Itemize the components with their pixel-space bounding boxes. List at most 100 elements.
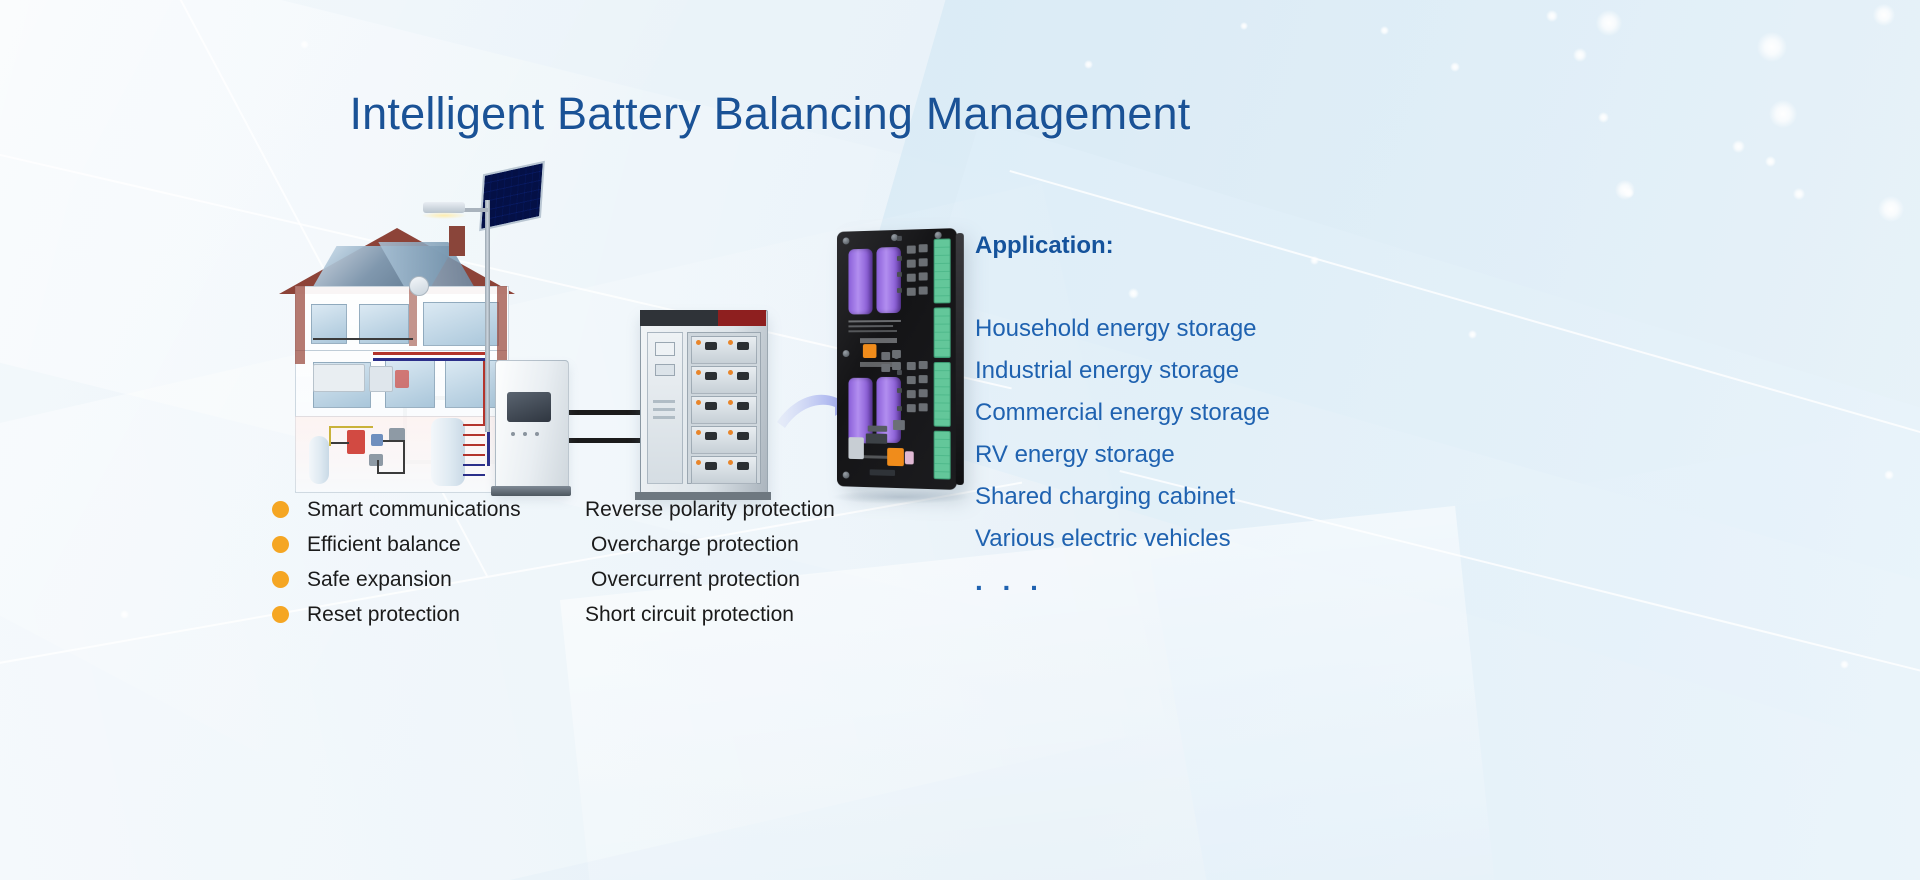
mosfet [906, 273, 916, 282]
ic-chip [865, 433, 888, 444]
sparkle-icon [1573, 48, 1587, 62]
terminal-block [933, 307, 951, 358]
mosfet [906, 390, 916, 399]
control-unit [389, 428, 405, 442]
sparkle-icon [1310, 256, 1319, 265]
flow-arrow-icon [777, 389, 852, 428]
mosfet [918, 272, 928, 281]
application-label: Household energy storage [975, 315, 1257, 342]
pipe [329, 442, 349, 444]
control-unit [371, 434, 383, 446]
module-led [728, 460, 733, 465]
features-list: Smart communications Efficient balance S… [272, 492, 521, 632]
board-shadow [831, 490, 971, 504]
mounting-screw [842, 350, 850, 358]
pipe [463, 474, 485, 476]
ic-chip [869, 469, 896, 476]
ceiling-pipe [373, 352, 487, 355]
relay-component [862, 344, 877, 359]
system-diagram-illustration [255, 160, 975, 504]
sparkle-icon [300, 40, 309, 49]
terminal-block [933, 430, 951, 480]
bms-circuit-board [836, 228, 964, 490]
mounting-screw [842, 471, 850, 479]
sparkle-icon [1598, 112, 1609, 123]
mosfet [881, 363, 891, 372]
mosfet [881, 352, 891, 360]
bullet-icon [272, 571, 289, 588]
resistor [896, 388, 902, 394]
silkscreen-text [859, 337, 897, 344]
satellite-dish [409, 276, 429, 296]
list-item: Short circuit protection [585, 597, 835, 632]
module-led [728, 430, 733, 435]
module-connector [705, 432, 717, 440]
feature-label: Reset protection [307, 602, 460, 626]
ic-chip [893, 419, 905, 431]
battery-module [691, 456, 757, 484]
inverter-led [511, 432, 515, 436]
bullet-icon [272, 501, 289, 518]
battery-module [691, 396, 757, 424]
resistor [896, 271, 902, 277]
riser-pipe [483, 360, 486, 426]
protection-label: Reverse polarity protection [585, 497, 835, 521]
inverter-led [535, 432, 539, 436]
pipe [463, 424, 485, 426]
chimney [449, 226, 465, 256]
panel-slot [653, 400, 675, 403]
pipe [463, 454, 485, 456]
floor-divider [295, 350, 507, 351]
page-title-text: Intelligent Battery Balancing Management [349, 88, 1191, 139]
sparkle-icon [1878, 196, 1904, 222]
module-connector [705, 402, 717, 410]
module-led [696, 340, 701, 345]
inverter-base [491, 486, 571, 496]
lamp-pole [485, 200, 490, 432]
page-title: Intelligent Battery Balancing Management [0, 88, 1920, 140]
list-item: Overcharge protection [585, 527, 835, 562]
appliance [313, 364, 365, 392]
mosfet [918, 361, 928, 370]
mosfet [892, 361, 901, 371]
bullet-icon [272, 536, 289, 553]
list-item: Various electric vehicles [975, 518, 1270, 560]
module-connector [705, 372, 717, 380]
sparkle-icon [1732, 140, 1745, 153]
list-item: Household energy storage [975, 308, 1270, 350]
module-connector [737, 402, 749, 410]
protection-label: Overcurrent protection [591, 567, 800, 591]
module-connector [737, 342, 749, 350]
mosfet [906, 245, 916, 254]
list-item: Reverse polarity protection [585, 492, 835, 527]
battery-module [691, 366, 757, 394]
feature-label: Efficient balance [307, 532, 461, 556]
application-label: Industrial energy storage [975, 357, 1240, 384]
application-label: Commercial energy storage [975, 399, 1270, 426]
mosfet [906, 376, 916, 385]
feature-label: Safe expansion [307, 567, 452, 591]
resistor [896, 235, 902, 241]
inverter-display [507, 392, 551, 422]
battery-module [691, 336, 757, 364]
brick-wall [409, 286, 417, 346]
module-led [696, 400, 701, 405]
resistor [896, 287, 902, 293]
mounting-screw [842, 237, 850, 245]
house-illustration [273, 220, 543, 510]
list-item: Industrial energy storage [975, 350, 1270, 392]
control-unit [369, 454, 383, 466]
mosfet [918, 403, 928, 412]
module-connector [737, 432, 749, 440]
pipe [383, 440, 405, 442]
sparkle-icon [1596, 10, 1622, 36]
protection-label: Short circuit protection [585, 602, 794, 626]
sparkle-icon [1840, 660, 1849, 669]
resistor [896, 406, 902, 412]
cabinet-top-panel [640, 310, 766, 326]
inverter-unit [495, 360, 569, 494]
terminal-block [933, 238, 951, 304]
pipe [377, 460, 379, 474]
application-heading: Application: [975, 232, 1114, 259]
